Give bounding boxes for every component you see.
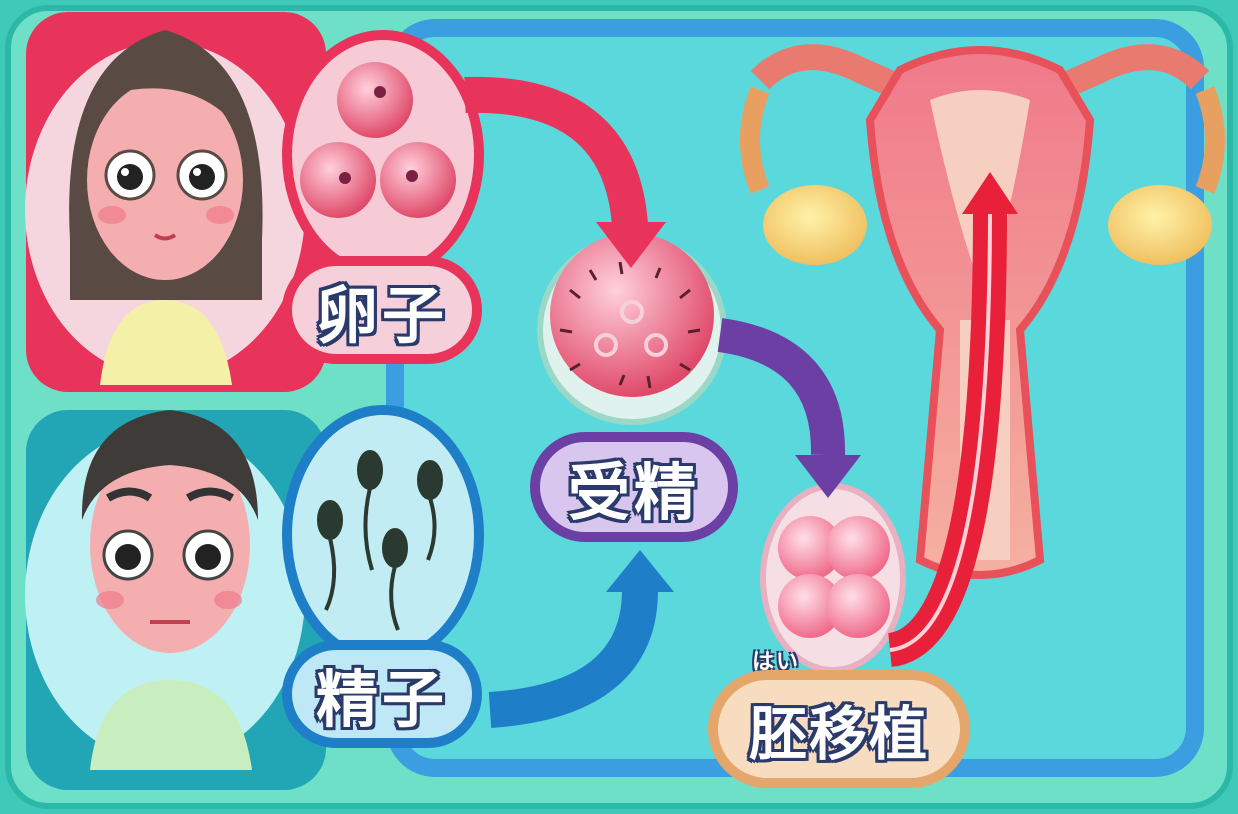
sperm-arrow-head	[606, 550, 674, 592]
transfer-arrow-head	[962, 172, 1018, 214]
fertilization-arrow-head	[795, 455, 861, 498]
left-ovary-icon	[763, 185, 867, 265]
embryo-transfer-label: 胚移植	[708, 670, 970, 788]
right-ovary-icon	[1108, 185, 1212, 265]
egg-arrow-head	[596, 222, 666, 268]
egg-arrow	[464, 76, 648, 227]
sperm-label: 精子	[282, 640, 482, 748]
fertilization-label: 受精	[530, 432, 738, 542]
embryo-bubble	[760, 483, 906, 673]
fertilization-arrow	[717, 318, 846, 456]
embryo-icon	[778, 516, 890, 638]
sperm-around-egg-icon	[559, 261, 701, 389]
man-icon	[81, 410, 259, 770]
sperm-bubble	[282, 405, 484, 665]
egg-label: 卵子	[282, 256, 482, 364]
sperm-arrow	[488, 589, 658, 728]
egg-cells-icon	[300, 62, 456, 218]
woman-icon	[69, 30, 263, 385]
fertilization-detail-icon	[594, 300, 668, 357]
sperm-icon	[317, 450, 443, 631]
